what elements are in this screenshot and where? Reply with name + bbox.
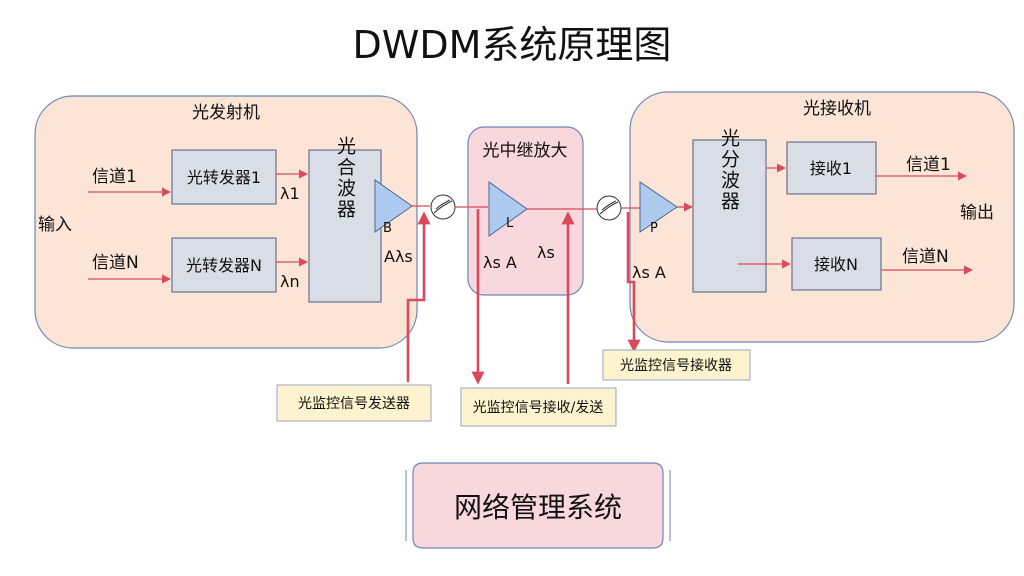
receiver-label: 光接收机 <box>803 99 871 119</box>
booster-lambda-label: Aλs <box>384 247 413 266</box>
output-label: 输出 <box>960 203 994 223</box>
multiplexer-box <box>308 149 382 303</box>
osc-transceiver-label: 光监控信号接收/发送 <box>473 399 604 416</box>
transponder-1-box <box>171 149 277 205</box>
receiver-n-label: 接收N <box>814 255 858 274</box>
diagram-title: DWDM系统原理图 <box>353 23 672 67</box>
nms-label: 网络管理系统 <box>454 491 622 524</box>
multiplexer-label: 光合波器 <box>334 136 356 220</box>
nms-box <box>412 462 664 549</box>
transmitter-label: 光发射机 <box>192 103 260 123</box>
preamp-label: P <box>650 221 658 236</box>
osc-tx-line <box>406 211 431 382</box>
osc-rx-line <box>626 212 641 353</box>
booster-amplifier-icon <box>374 179 413 233</box>
receiver-lambda-a-label: λs A <box>632 263 666 282</box>
repeater-lambda-a-label: λs A <box>483 253 517 272</box>
receiver-1-box <box>786 141 877 195</box>
repeater-panel <box>467 126 584 296</box>
channel-n-label: 信道N <box>92 253 139 273</box>
channel-1-label: 信道1 <box>92 167 137 187</box>
osc-transmitter-label: 光监控信号发送器 <box>298 396 410 412</box>
transponder-n-label: 光转发器N <box>186 256 262 275</box>
input-label: 输入 <box>38 215 72 235</box>
preamplifier-icon <box>639 181 678 233</box>
out-channel-n-label: 信道N <box>902 247 949 267</box>
osc-receiver-box <box>602 349 751 381</box>
transponder-1-label: 光转发器1 <box>187 168 261 187</box>
receiver-1-label: 接收1 <box>810 159 852 178</box>
demultiplexer-label: 光分波器 <box>718 128 740 212</box>
osc-transceiver-box <box>460 387 617 427</box>
receiver-n-box <box>791 237 882 291</box>
repeater-lambda-label: λs <box>537 243 555 262</box>
coupler-1-icon <box>430 194 456 220</box>
receiver-panel <box>629 91 1015 343</box>
demultiplexer-box <box>692 139 767 293</box>
osc-receiver-label: 光监控信号接收器 <box>620 357 732 374</box>
transponder-n-box <box>171 237 277 293</box>
line-amplifier-icon <box>488 181 528 237</box>
osc-transmitter-box <box>276 384 432 422</box>
coupler-2-icon <box>596 195 622 221</box>
lambda-n-label: λn <box>280 272 300 291</box>
line-amp-label: L <box>506 216 514 231</box>
booster-amp-label: B <box>383 221 392 236</box>
lambda-1-label: λ1 <box>280 184 300 203</box>
repeater-label: 光中继放大 <box>483 141 568 161</box>
out-channel-1-label: 信道1 <box>906 155 951 175</box>
